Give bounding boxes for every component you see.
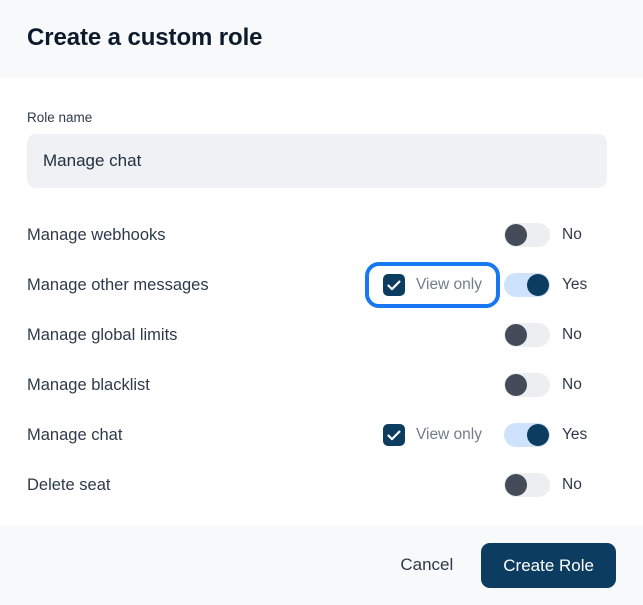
view-only-label: View only — [415, 426, 482, 444]
view-only-checkbox-group[interactable]: View only — [364, 262, 501, 309]
permission-row: Delete seat No — [27, 460, 616, 510]
toggle-state-label: Yes — [562, 426, 588, 444]
toggle-knob — [527, 274, 549, 297]
permission-toggle-group: No — [504, 323, 616, 348]
toggle-knob — [505, 224, 527, 247]
permission-label: Manage blacklist — [27, 375, 150, 394]
permission-label: Manage global limits — [27, 325, 178, 344]
permission-label: Manage chat — [27, 425, 123, 444]
toggle-switch-off[interactable] — [504, 223, 550, 248]
permission-label: Manage other messages — [27, 275, 209, 294]
permission-row: Manage webhooks No — [27, 210, 616, 260]
permission-label: Manage webhooks — [27, 225, 166, 244]
toggle-switch-off[interactable] — [504, 323, 550, 348]
toggle-knob — [527, 424, 549, 447]
permission-row: Manage other messages View only Yes — [27, 260, 616, 310]
checkbox-checked-icon[interactable] — [382, 274, 405, 297]
permission-toggle-group: No — [504, 473, 616, 498]
toggle-state-label: No — [562, 476, 582, 494]
permission-toggle-group: Yes — [504, 423, 616, 448]
create-role-button[interactable]: Create Role — [481, 542, 616, 588]
checkbox-checked-icon[interactable] — [382, 424, 405, 447]
dialog-header: Create a custom role — [0, 0, 643, 77]
permission-row: Manage global limits No — [27, 310, 616, 360]
toggle-state-label: No — [562, 326, 582, 344]
permission-toggle-group: Yes — [504, 273, 616, 298]
dialog-footer: Cancel Create Role — [0, 525, 643, 605]
toggle-switch-on[interactable] — [504, 423, 550, 448]
toggle-state-label: Yes — [562, 276, 588, 294]
toggle-knob — [505, 474, 527, 497]
role-name-input[interactable] — [27, 134, 607, 189]
toggle-switch-off[interactable] — [504, 473, 550, 498]
toggle-state-label: No — [562, 376, 582, 394]
toggle-switch-off[interactable] — [504, 373, 550, 398]
toggle-knob — [505, 374, 527, 397]
permission-toggle-group: No — [504, 223, 616, 248]
permission-row: Manage blacklist No — [27, 360, 616, 410]
permission-toggle-group: No — [504, 373, 616, 398]
cancel-button[interactable]: Cancel — [382, 543, 471, 587]
role-name-field-block: Role name — [27, 77, 616, 189]
toggle-knob — [505, 324, 527, 347]
toggle-switch-on[interactable] — [504, 273, 550, 298]
view-only-label: View only — [415, 276, 482, 294]
permission-label: Delete seat — [27, 475, 111, 494]
role-name-label: Role name — [27, 110, 93, 125]
permission-row: Manage chat View only Yes — [27, 410, 616, 460]
page-title: Create a custom role — [27, 24, 263, 52]
view-only-checkbox-group[interactable]: View only — [368, 416, 496, 455]
toggle-state-label: No — [562, 226, 582, 244]
